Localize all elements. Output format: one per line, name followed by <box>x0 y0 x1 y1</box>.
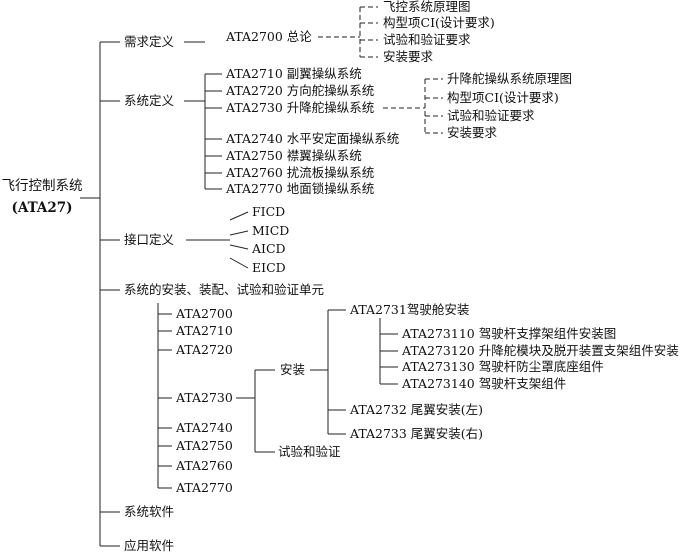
ata2731-item: ATA273130 驾驶杆防尘罩底座组件 <box>402 359 604 374</box>
connector <box>229 257 249 269</box>
interface-item-eicd: EICD <box>252 260 286 275</box>
software-label: 系统软件 <box>124 504 175 519</box>
ata2720-node: ATA2720 方向舵操纵系统 <box>226 83 375 98</box>
install-ata-node: ATA2730 <box>176 390 233 405</box>
root-title: 飞行控制系统 <box>1 178 83 194</box>
connector <box>229 244 249 250</box>
install-ata-node: ATA2760 <box>176 458 233 473</box>
install-ata-node: ATA2720 <box>176 342 233 357</box>
interface-item-ficd: FICD <box>252 204 286 219</box>
system-def-label: 系统定义 <box>124 93 175 108</box>
ata2760-node: ATA2760 扰流板操纵系统 <box>226 165 375 180</box>
interface-item-micd: MICD <box>252 223 290 238</box>
ata2700-item: 飞控系统原理图 <box>383 0 471 14</box>
ata2740-node: ATA2740 水平安定面操纵系统 <box>226 131 400 146</box>
ata2730-node: ATA2730 升降舵操纵系统 <box>226 100 375 115</box>
ata2730-item: 试验和验证要求 <box>447 108 535 123</box>
ata2731-node: ATA2731驾驶舱安装 <box>350 302 470 317</box>
install-ata-node: ATA2750 <box>176 438 233 453</box>
ata2732-node: ATA2732 尾翼安装(左) <box>350 402 484 417</box>
install-ata-node: ATA2740 <box>176 420 233 435</box>
connector <box>229 211 249 221</box>
ata2730-item: 安装要求 <box>447 125 498 140</box>
interface-item-aicd: AICD <box>252 241 286 256</box>
ata2700-node: ATA2700 总论 <box>226 29 312 44</box>
app-software-label: 应用软件 <box>124 538 175 553</box>
ata2750-node: ATA2750 襟翼操纵系统 <box>226 148 362 163</box>
ata2731-item: ATA273120 升降舵模块及脱开装置支架组件安装 <box>402 343 679 358</box>
install-label: 系统的安装、装配、试验和验证单元 <box>124 282 325 297</box>
ata2770-node: ATA2770 地面锁操纵系统 <box>226 181 375 196</box>
anzhuang-node: 安装 <box>280 362 306 377</box>
test-node: 试验和验证 <box>278 444 341 459</box>
ata2731-item: ATA273140 驾驶杆支架组件 <box>402 376 567 391</box>
install-ata-node: ATA2770 <box>176 480 233 495</box>
ata2731-item: ATA273110 驾驶杆支撑架组件安装图 <box>402 326 617 341</box>
install-ata-node: ATA2710 <box>176 323 233 338</box>
ata2730-item: 构型项CI(设计要求) <box>447 90 559 105</box>
ata2700-item: 安装要求 <box>383 49 434 64</box>
ata2733-node: ATA2733 尾翼安装(右) <box>350 426 484 441</box>
ata2700-item: 构型项CI(设计要求) <box>383 15 495 30</box>
install-ata-node: ATA2700 <box>176 306 233 321</box>
ata2700-item: 试验和验证要求 <box>383 32 471 47</box>
ata2710-node: ATA2710 副翼操纵系统 <box>226 66 362 81</box>
root-code: (ATA27) <box>11 200 73 216</box>
interface-label: 接口定义 <box>124 232 175 247</box>
requirements-label: 需求定义 <box>124 34 175 49</box>
ata2730-item: 升降舵操纵系统原理图 <box>447 71 573 86</box>
connector <box>229 230 249 236</box>
